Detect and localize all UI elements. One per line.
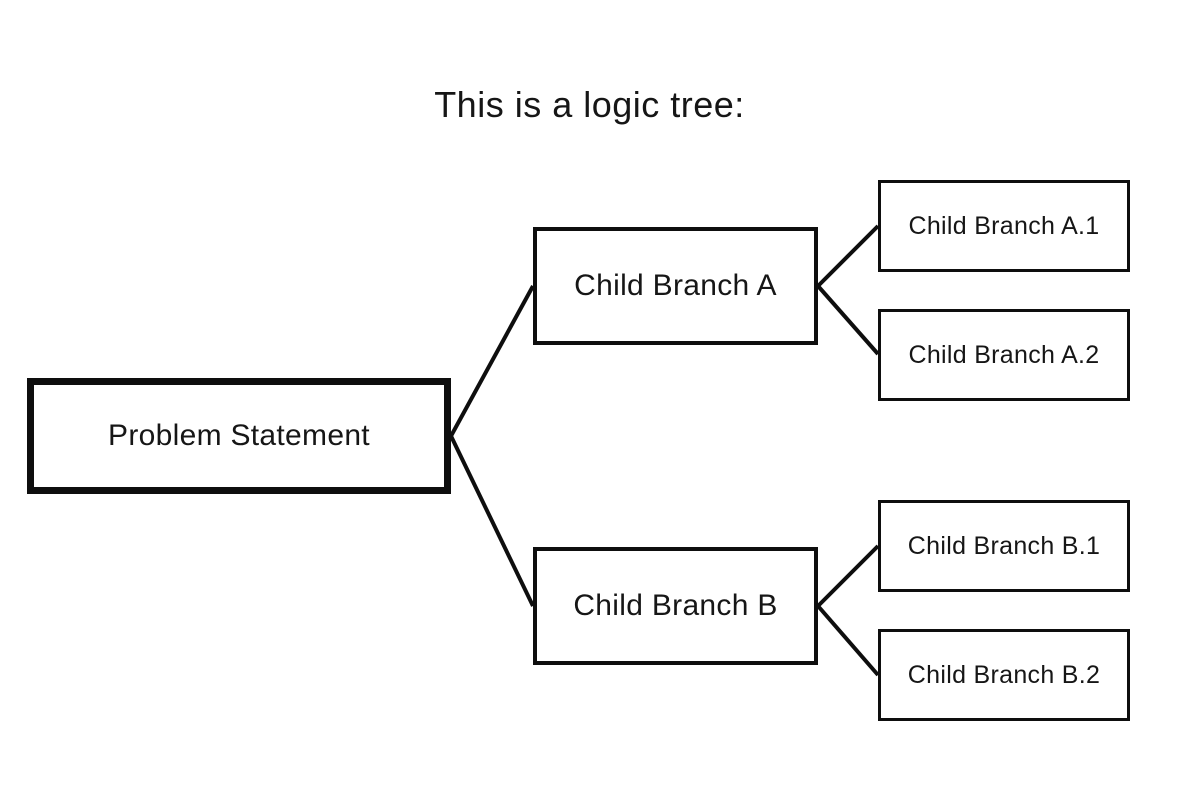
edge-branch-a-to-leaf-a2 [816,284,880,356]
edge-branch-b-to-leaf-b2 [816,604,880,677]
node-problem-statement: Problem Statement [27,378,451,494]
node-child-branch-a-label: Child Branch A [574,269,777,302]
node-child-branch-b2: Child Branch B.2 [878,629,1130,721]
edge-branch-b-to-leaf-b1 [816,544,880,608]
node-child-branch-a2-label: Child Branch A.2 [908,340,1100,369]
node-child-branch-b2-label: Child Branch B.2 [907,660,1101,689]
node-child-branch-a: Child Branch A [533,227,818,345]
node-problem-statement-label: Problem Statement [108,419,370,452]
diagram-title: This is a logic tree: [434,84,745,125]
node-child-branch-a1-label: Child Branch A.1 [908,211,1100,240]
edge-branch-a-to-leaf-a1 [816,224,880,288]
node-child-branch-b1: Child Branch B.1 [878,500,1130,592]
node-child-branch-a1: Child Branch A.1 [878,180,1130,272]
edge-root-to-branch-b [449,435,535,607]
node-child-branch-b: Child Branch B [533,547,818,665]
node-child-branch-b-label: Child Branch B [573,589,778,622]
node-child-branch-a2: Child Branch A.2 [878,309,1130,401]
node-child-branch-b1-label: Child Branch B.1 [907,531,1101,560]
edge-root-to-branch-a [449,285,535,437]
